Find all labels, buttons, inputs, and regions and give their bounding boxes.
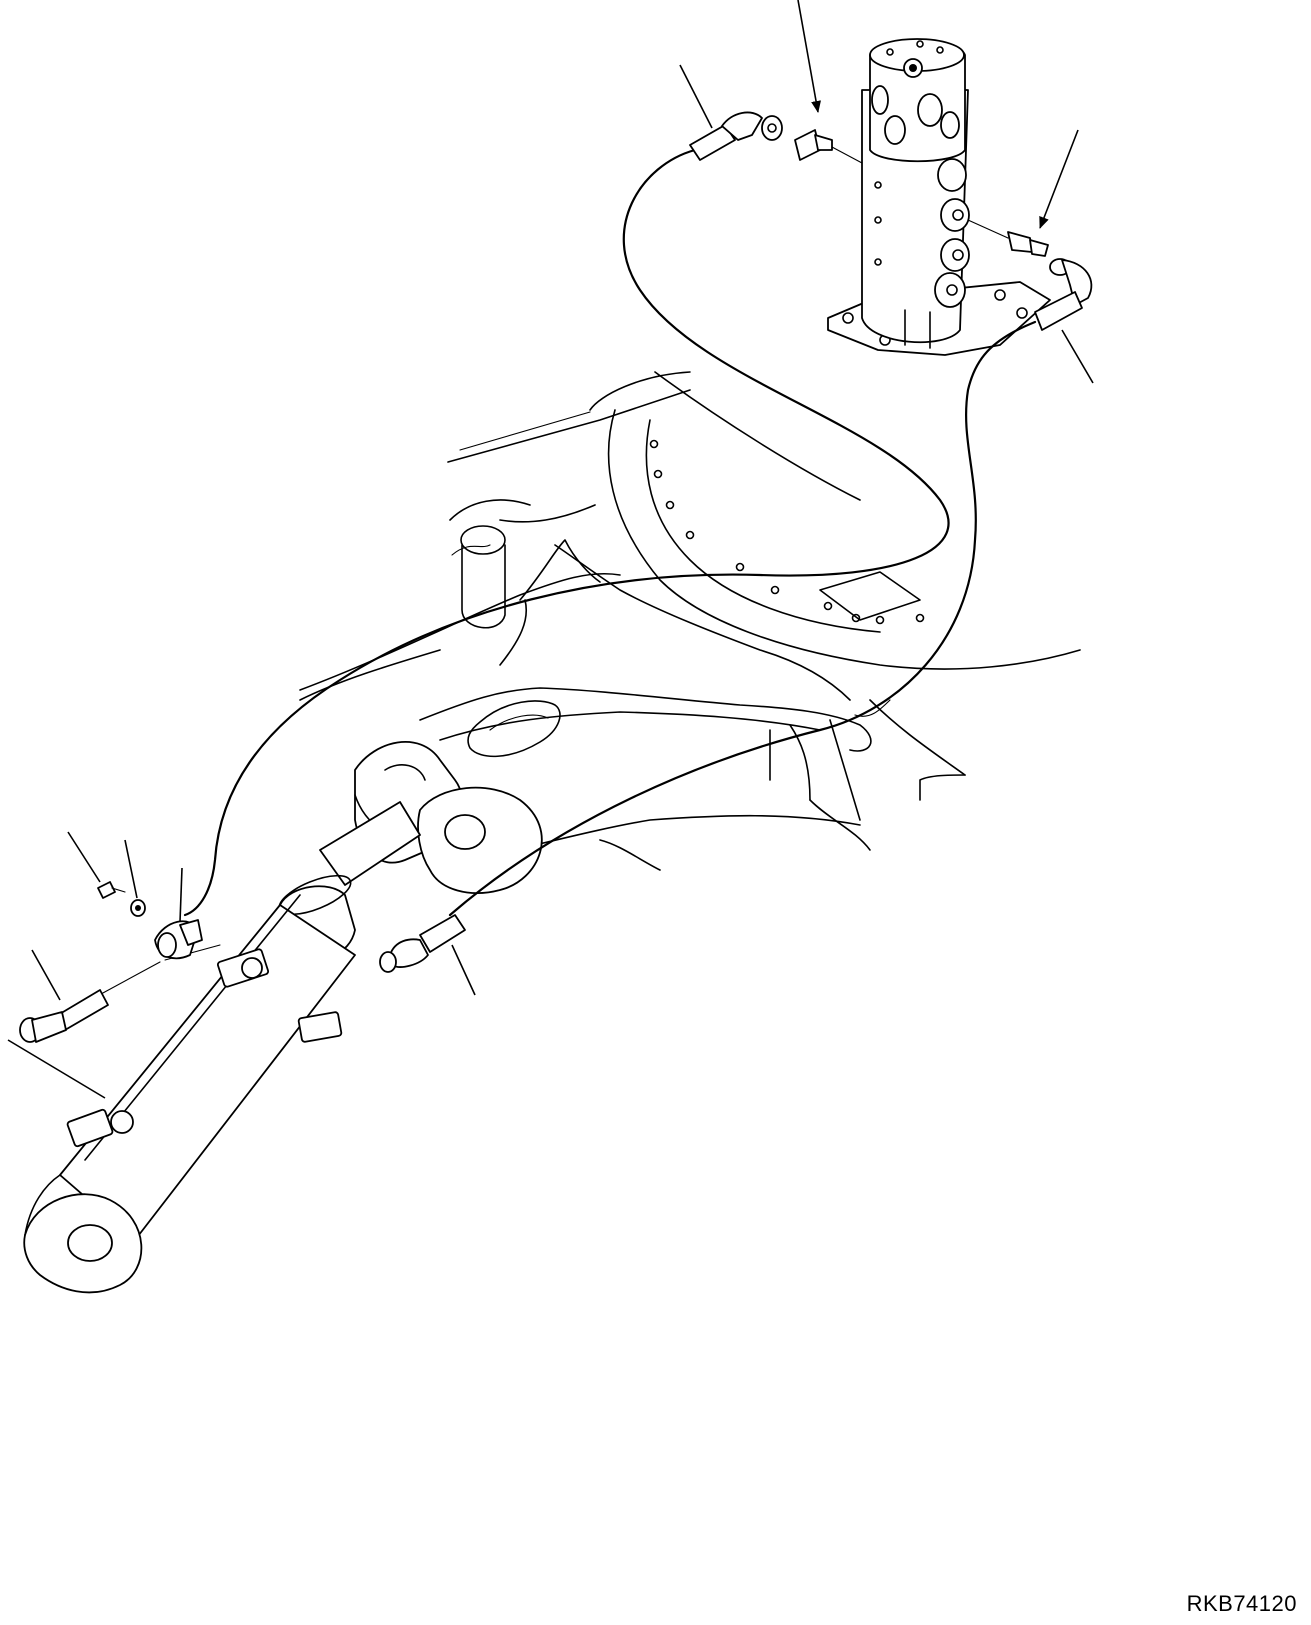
upper-adapter xyxy=(794,129,863,164)
leader-bolt xyxy=(67,831,101,883)
hose-clamp xyxy=(154,919,203,960)
frame-structure xyxy=(299,371,1081,871)
leader-washer xyxy=(124,839,138,899)
leader-upper-hose xyxy=(679,64,713,129)
cylinder-rod-hose-end xyxy=(379,914,466,973)
leader-right-adapter xyxy=(1039,129,1079,229)
leader-clamp xyxy=(179,867,183,923)
leader-upper-adapter xyxy=(797,0,821,113)
leader-right-hose xyxy=(1061,329,1094,384)
leader-head-bracket xyxy=(7,1039,106,1099)
bolt xyxy=(97,881,126,899)
cylinder-head-hose-end xyxy=(19,989,109,1043)
swivel-joint xyxy=(827,38,1051,356)
leader-cylinder-hose xyxy=(31,949,61,1001)
upper-hose-elbow xyxy=(689,111,783,161)
hose-fittings xyxy=(19,111,1093,1043)
right-adapter xyxy=(967,219,1049,257)
washer xyxy=(130,899,146,917)
leader-lines xyxy=(7,0,1094,1099)
drawing-code: RKB74120 xyxy=(1186,1591,1297,1616)
ring-bolt-holes xyxy=(649,439,925,625)
right-hose-elbow xyxy=(1034,258,1093,331)
hydraulic-cylinder xyxy=(23,801,421,1294)
leader-rod-hose xyxy=(451,944,476,996)
